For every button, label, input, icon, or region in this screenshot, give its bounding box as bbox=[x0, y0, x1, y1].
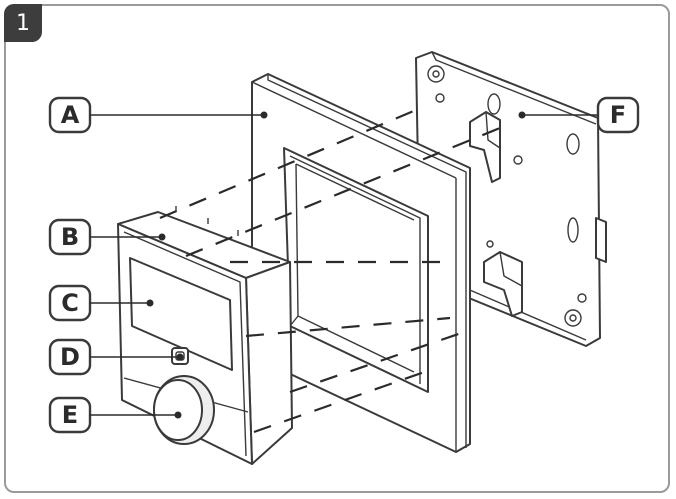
callout-d: D bbox=[48, 338, 184, 376]
callout-a-dot bbox=[260, 111, 268, 119]
callout-b-label: B bbox=[61, 223, 79, 251]
callout-b-dot bbox=[158, 233, 166, 241]
callout-e-label: E bbox=[62, 401, 78, 429]
callout-f-label: F bbox=[610, 101, 626, 129]
callout-a-label: A bbox=[61, 101, 80, 129]
callout-d-label: D bbox=[60, 343, 80, 371]
callout-f-dot bbox=[518, 111, 526, 119]
callout-c-label: C bbox=[61, 289, 79, 317]
callout-c: C bbox=[48, 284, 154, 322]
callout-f: F bbox=[518, 96, 640, 134]
callout-e: E bbox=[48, 396, 182, 434]
callout-e-dot bbox=[174, 411, 182, 419]
callout-b: B bbox=[48, 218, 166, 256]
callout-d-dot bbox=[176, 353, 184, 361]
callout-c-dot bbox=[146, 299, 154, 307]
step-number-badge: 1 bbox=[4, 4, 42, 42]
alignment-lines bbox=[159, 108, 501, 434]
callout-a: A bbox=[48, 96, 268, 134]
rotary-knob bbox=[153, 375, 215, 445]
